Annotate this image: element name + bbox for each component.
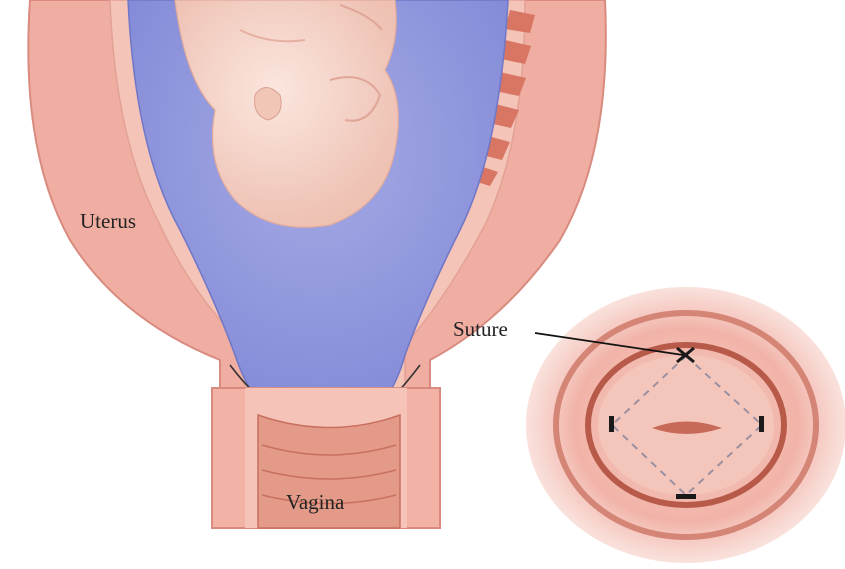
stitch-mark-bottom [676, 494, 696, 499]
stitch-mark-right [759, 416, 764, 432]
vagina-label: Vagina [286, 490, 345, 514]
stitch-mark-left [609, 416, 614, 432]
uterus-label: Uterus [80, 209, 136, 233]
suture-label: Suture [453, 317, 508, 341]
cervix-end-view [526, 287, 845, 563]
